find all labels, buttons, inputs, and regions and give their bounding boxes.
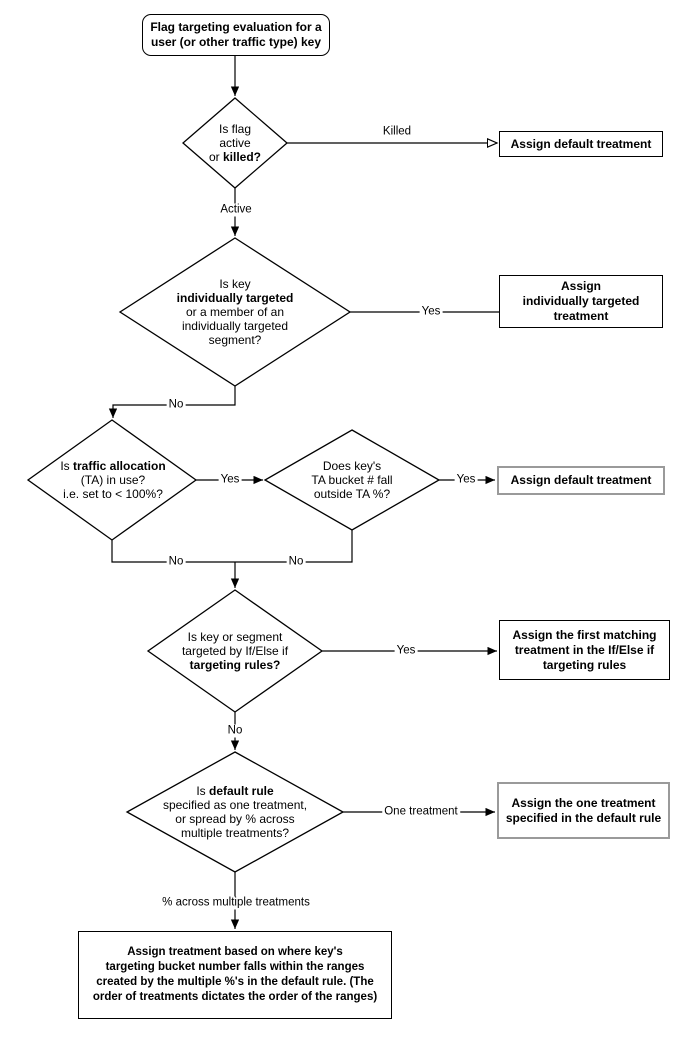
edge-label-rules-no: No bbox=[225, 724, 245, 738]
start-node-text: Flag targeting evaluation for a bbox=[150, 20, 322, 34]
edge-label-ta-no: No bbox=[166, 555, 186, 569]
start-node: Flag targeting evaluation for a user (or… bbox=[142, 14, 330, 56]
edge-label-multiple-treatments: % across multiple treatments bbox=[160, 896, 312, 910]
decision-traffic-allocation-label: Is traffic allocation (TA) in use? i.e. … bbox=[60, 459, 166, 501]
decision-flag-active-label: Is flag active or killed? bbox=[208, 122, 262, 164]
edge-label-ta-yes: Yes bbox=[218, 473, 242, 487]
edge-label-individual-yes: Yes bbox=[419, 305, 443, 319]
decision-default-rule-shape bbox=[125, 751, 345, 873]
decision-targeting-rules-shape bbox=[146, 589, 324, 713]
decision-individually-targeted-shape bbox=[118, 237, 352, 387]
edge-label-rules-yes: Yes bbox=[394, 644, 418, 658]
decision-flag-active-shape bbox=[182, 97, 288, 189]
edge-label-one-treatment: One treatment bbox=[382, 805, 460, 819]
decision-individually-targeted-label: Is key individually targeted or a member… bbox=[176, 277, 294, 347]
edge-label-bucket-yes: Yes bbox=[454, 473, 478, 487]
decision-traffic-allocation-shape bbox=[26, 419, 198, 541]
edge-bucket-no bbox=[235, 530, 353, 563]
process-assign-treatment-by-ranges: Assign treatment based on where key's ta… bbox=[78, 931, 392, 1019]
start-node-text: user (or other traffic type) key bbox=[150, 35, 322, 49]
decision-ta-bucket-shape bbox=[263, 429, 441, 531]
decision-targeting-rules-label: Is key or segment targeted by If/Else if… bbox=[181, 630, 289, 672]
edge-label-individual-no: No bbox=[166, 398, 186, 412]
process-assign-first-matching-treatment: Assign the first matching treatment in t… bbox=[499, 620, 670, 680]
edge-label-active: Active bbox=[218, 203, 254, 217]
process-assign-one-treatment: Assign the one treatment specified in th… bbox=[497, 782, 670, 839]
process-assign-default-treatment-2: Assign default treatment bbox=[497, 466, 665, 495]
process-assign-default-treatment-1: Assign default treatment bbox=[499, 131, 663, 157]
edge-label-killed: Killed bbox=[382, 125, 412, 138]
edge-ta-no bbox=[111, 540, 235, 563]
decision-ta-bucket-label: Does key's TA bucket # fall outside TA %… bbox=[311, 459, 393, 501]
process-assign-individually-targeted: Assign individually targeted treatment bbox=[499, 275, 663, 328]
edge-label-bucket-no: No bbox=[286, 555, 306, 569]
decision-default-rule-label: Is default rule specified as one treatme… bbox=[162, 784, 308, 840]
